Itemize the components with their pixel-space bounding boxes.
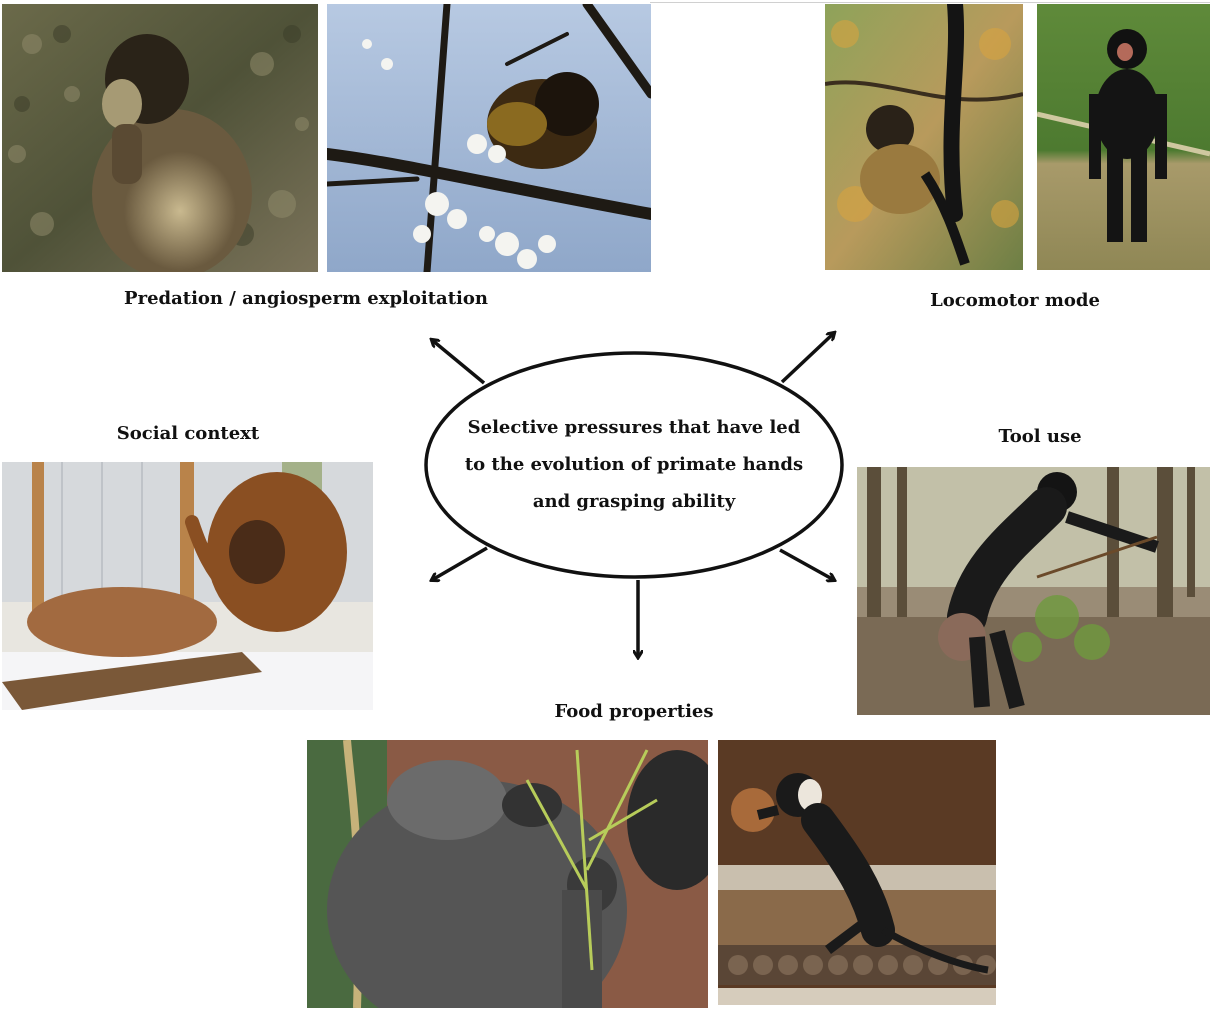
bonobo-with-stick-photo — [857, 467, 1210, 715]
label-locomotor-mode: Locomotor mode — [930, 290, 1100, 311]
gelada-grooming-photo — [2, 462, 373, 710]
top-divider-line — [650, 2, 1210, 3]
center-line-3: and grasping ability — [532, 490, 736, 512]
label-food-properties: Food properties — [554, 701, 714, 722]
center-line-1: Selective pressures that have led — [467, 416, 801, 438]
label-social-context: Social context — [116, 423, 260, 444]
monkey-in-blossom-tree-photo — [327, 4, 651, 272]
center-line-2: to the evolution of primate hands — [464, 453, 804, 475]
monkey-hanging-branch-photo — [825, 4, 1023, 270]
label-tool-use: Tool use — [998, 426, 1082, 447]
label-predation: Predation / angiosperm exploitation — [124, 288, 488, 309]
gorilla-eating-bamboo-photo — [307, 740, 708, 1008]
mangabey-coconut-photo — [718, 740, 996, 1005]
center-concept-text: Selective pressures that have led to the… — [428, 350, 840, 578]
spider-monkey-walking-photo — [1037, 4, 1210, 270]
capuchin-foraging-photo — [2, 4, 318, 272]
